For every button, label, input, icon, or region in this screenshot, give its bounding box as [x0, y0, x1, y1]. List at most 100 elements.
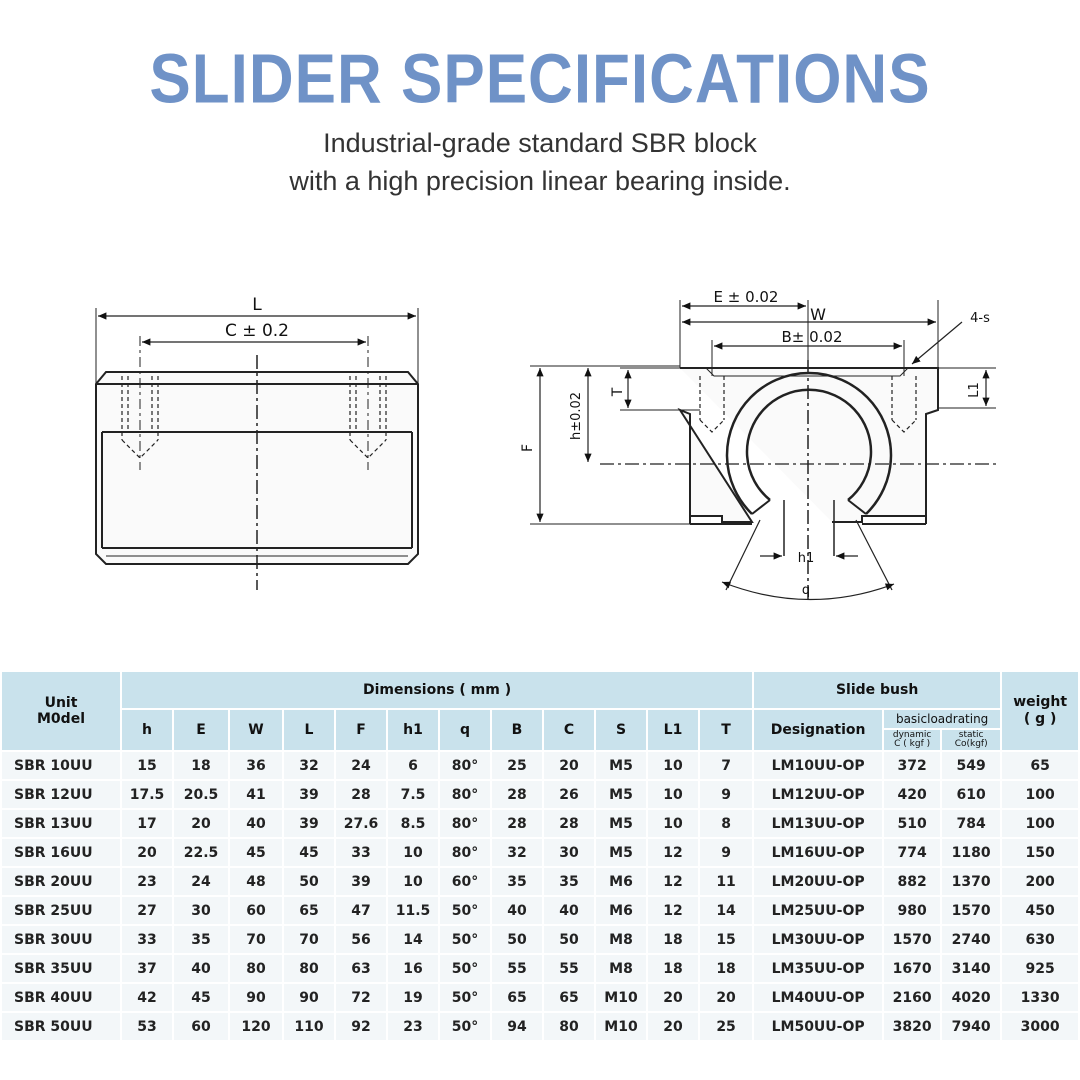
table-cell: 28: [490, 808, 544, 839]
col-L1: L1: [646, 708, 700, 752]
table-cell: 48: [228, 866, 284, 897]
table-cell: 35: [490, 866, 544, 897]
table-cell: 2740: [940, 924, 1003, 955]
table-cell: 8: [697, 808, 755, 839]
dim-label-h1: h1: [798, 551, 815, 566]
table-cell: 27: [120, 895, 174, 926]
table-cell: M10: [594, 982, 648, 1013]
header-slide-bush: Slide bush: [752, 670, 1003, 710]
table-cell: 15: [697, 924, 755, 955]
table-cell: 60: [172, 1011, 230, 1042]
table-cell: 15: [120, 750, 174, 781]
table-cell: 80°: [438, 837, 492, 868]
table-cell: LM40UU-OP: [752, 982, 885, 1013]
table-cell: 47: [334, 895, 388, 926]
table-cell: 10: [646, 779, 700, 810]
table-cell: M8: [594, 924, 648, 955]
table-cell: 1570: [940, 895, 1003, 926]
table-cell: 25: [697, 1011, 755, 1042]
table-cell: 3000: [1000, 1011, 1080, 1042]
table-cell: 882: [882, 866, 943, 897]
model-cell: SBR 16UU: [0, 837, 122, 868]
table-cell: 1570: [882, 924, 943, 955]
dim-label-F: F: [520, 444, 536, 452]
table-cell: 12: [646, 837, 700, 868]
table-cell: 25: [490, 750, 544, 781]
col-E: E: [172, 708, 230, 752]
table-cell: 65: [282, 895, 336, 926]
model-cell: SBR 50UU: [0, 1011, 122, 1042]
table-cell: 80°: [438, 808, 492, 839]
table-cell: 549: [940, 750, 1003, 781]
table-cell: 28: [490, 779, 544, 810]
table-cell: 980: [882, 895, 943, 926]
header-dimensions: Dimensions ( mm ): [119, 670, 755, 710]
table-cell: 2160: [882, 982, 943, 1013]
table-cell: 90: [228, 982, 284, 1013]
table-cell: 20: [172, 808, 230, 839]
table-cell: LM35UU-OP: [752, 953, 885, 984]
table-cell: LM16UU-OP: [752, 837, 885, 868]
dim-label-W: W: [810, 305, 826, 324]
table-cell: 35: [542, 866, 596, 897]
table-cell: 30: [172, 895, 230, 926]
table-cell: 1370: [940, 866, 1003, 897]
table-cell: 32: [490, 837, 544, 868]
col-L: L: [282, 708, 336, 752]
table-cell: LM50UU-OP: [752, 1011, 885, 1042]
table-cell: 450: [1000, 895, 1080, 926]
table-cell: 50: [490, 924, 544, 955]
table-cell: LM25UU-OP: [752, 895, 885, 926]
table-cell: 11: [697, 866, 755, 897]
table-cell: 925: [1000, 953, 1080, 984]
table-cell: 120: [228, 1011, 284, 1042]
table-cell: 10: [646, 808, 700, 839]
col-h1: h1: [386, 708, 440, 752]
table-cell: 55: [542, 953, 596, 984]
table-cell: 9: [697, 779, 755, 810]
table-cell: 30: [542, 837, 596, 868]
table-cell: 18: [697, 953, 755, 984]
table-cell: 65: [542, 982, 596, 1013]
table-cell: 33: [120, 924, 174, 955]
table-cell: LM12UU-OP: [752, 779, 885, 810]
table-cell: 80: [282, 953, 336, 984]
table-cell: 50°: [438, 953, 492, 984]
table-cell: 20: [646, 1011, 700, 1042]
col-C: C: [542, 708, 596, 752]
dim-label-C: C ± 0.2: [225, 321, 289, 341]
table-cell: 23: [120, 866, 174, 897]
table-cell: 3820: [882, 1011, 943, 1042]
table-cell: 7: [697, 750, 755, 781]
table-cell: 10: [386, 837, 440, 868]
table-cell: 80°: [438, 750, 492, 781]
table-cell: 24: [334, 750, 388, 781]
table-cell: 7.5: [386, 779, 440, 810]
table-cell: 45: [282, 837, 336, 868]
table-cell: 35: [172, 924, 230, 955]
col-static: static Co(kgf): [940, 728, 1003, 752]
table-cell: 39: [282, 779, 336, 810]
table-cell: 510: [882, 808, 943, 839]
dim-label-E: E ± 0.02: [714, 288, 779, 306]
model-cell: SBR 30UU: [0, 924, 122, 955]
table-cell: 80°: [438, 779, 492, 810]
model-cell: SBR 35UU: [0, 953, 122, 984]
table-cell: LM13UU-OP: [752, 808, 885, 839]
table-cell: M10: [594, 1011, 648, 1042]
table-cell: M6: [594, 866, 648, 897]
table-cell: 60°: [438, 866, 492, 897]
table-cell: M8: [594, 953, 648, 984]
table-cell: 80: [228, 953, 284, 984]
header-weight: weight ( g ): [1000, 670, 1080, 752]
table-cell: 39: [282, 808, 336, 839]
table-cell: 65: [490, 982, 544, 1013]
col-q: q: [438, 708, 492, 752]
table-cell: 28: [334, 779, 388, 810]
table-cell: 14: [386, 924, 440, 955]
table-cell: 50: [282, 866, 336, 897]
